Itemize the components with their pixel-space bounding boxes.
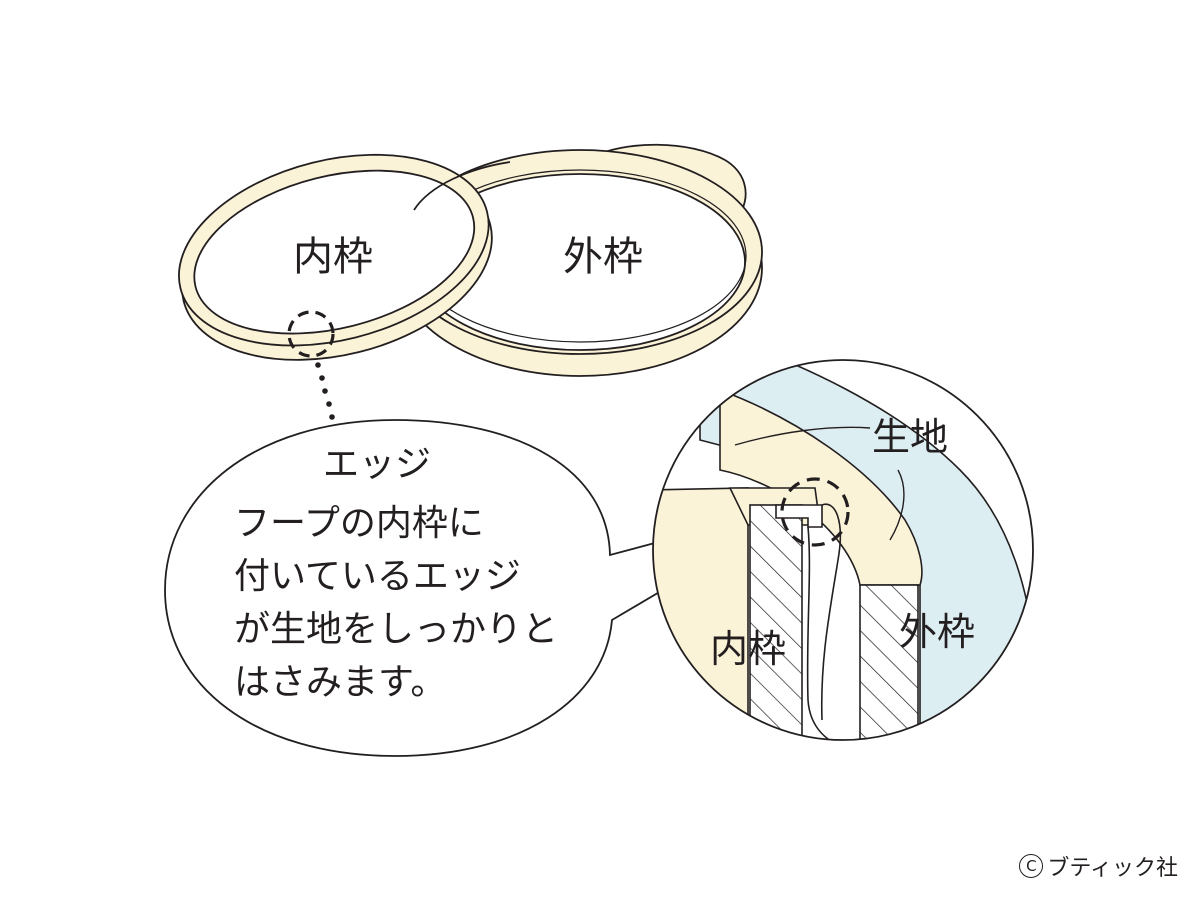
fabric-label: 生地: [872, 415, 948, 459]
callout-heading: エッジ: [323, 444, 431, 485]
copyright-notice: C ブティック社: [1019, 850, 1178, 882]
inner-hoop: [178, 153, 493, 361]
inner-frame-section: [749, 504, 803, 740]
outer-hoop-label: 外枠: [563, 234, 643, 280]
edge-detail-marker: [780, 477, 850, 547]
copyright-text: ブティック社: [1047, 856, 1178, 881]
outer-frame-section: [859, 584, 919, 740]
inner-hoop-label: 内枠: [293, 234, 373, 280]
outer-hoop-overlap: [413, 161, 511, 211]
callout-bubble: [164, 419, 816, 757]
detail-inner-label: 内枠: [710, 627, 786, 671]
callout-line-3: が生地をしっかりと: [234, 609, 558, 650]
callout-line-4: はさみます。: [234, 662, 446, 703]
copyright-icon: C: [1019, 854, 1044, 878]
detail-outer-label: 外枠: [899, 610, 975, 654]
edge-marker-circle: [287, 310, 335, 358]
detail-cross-section: [652, 359, 1034, 741]
callout-line-2: 付いているエッジ: [234, 556, 521, 597]
outer-hoop: [397, 143, 763, 377]
dotted-leader: [315, 362, 335, 420]
callout-line-1: フープの内枠に: [234, 503, 484, 544]
